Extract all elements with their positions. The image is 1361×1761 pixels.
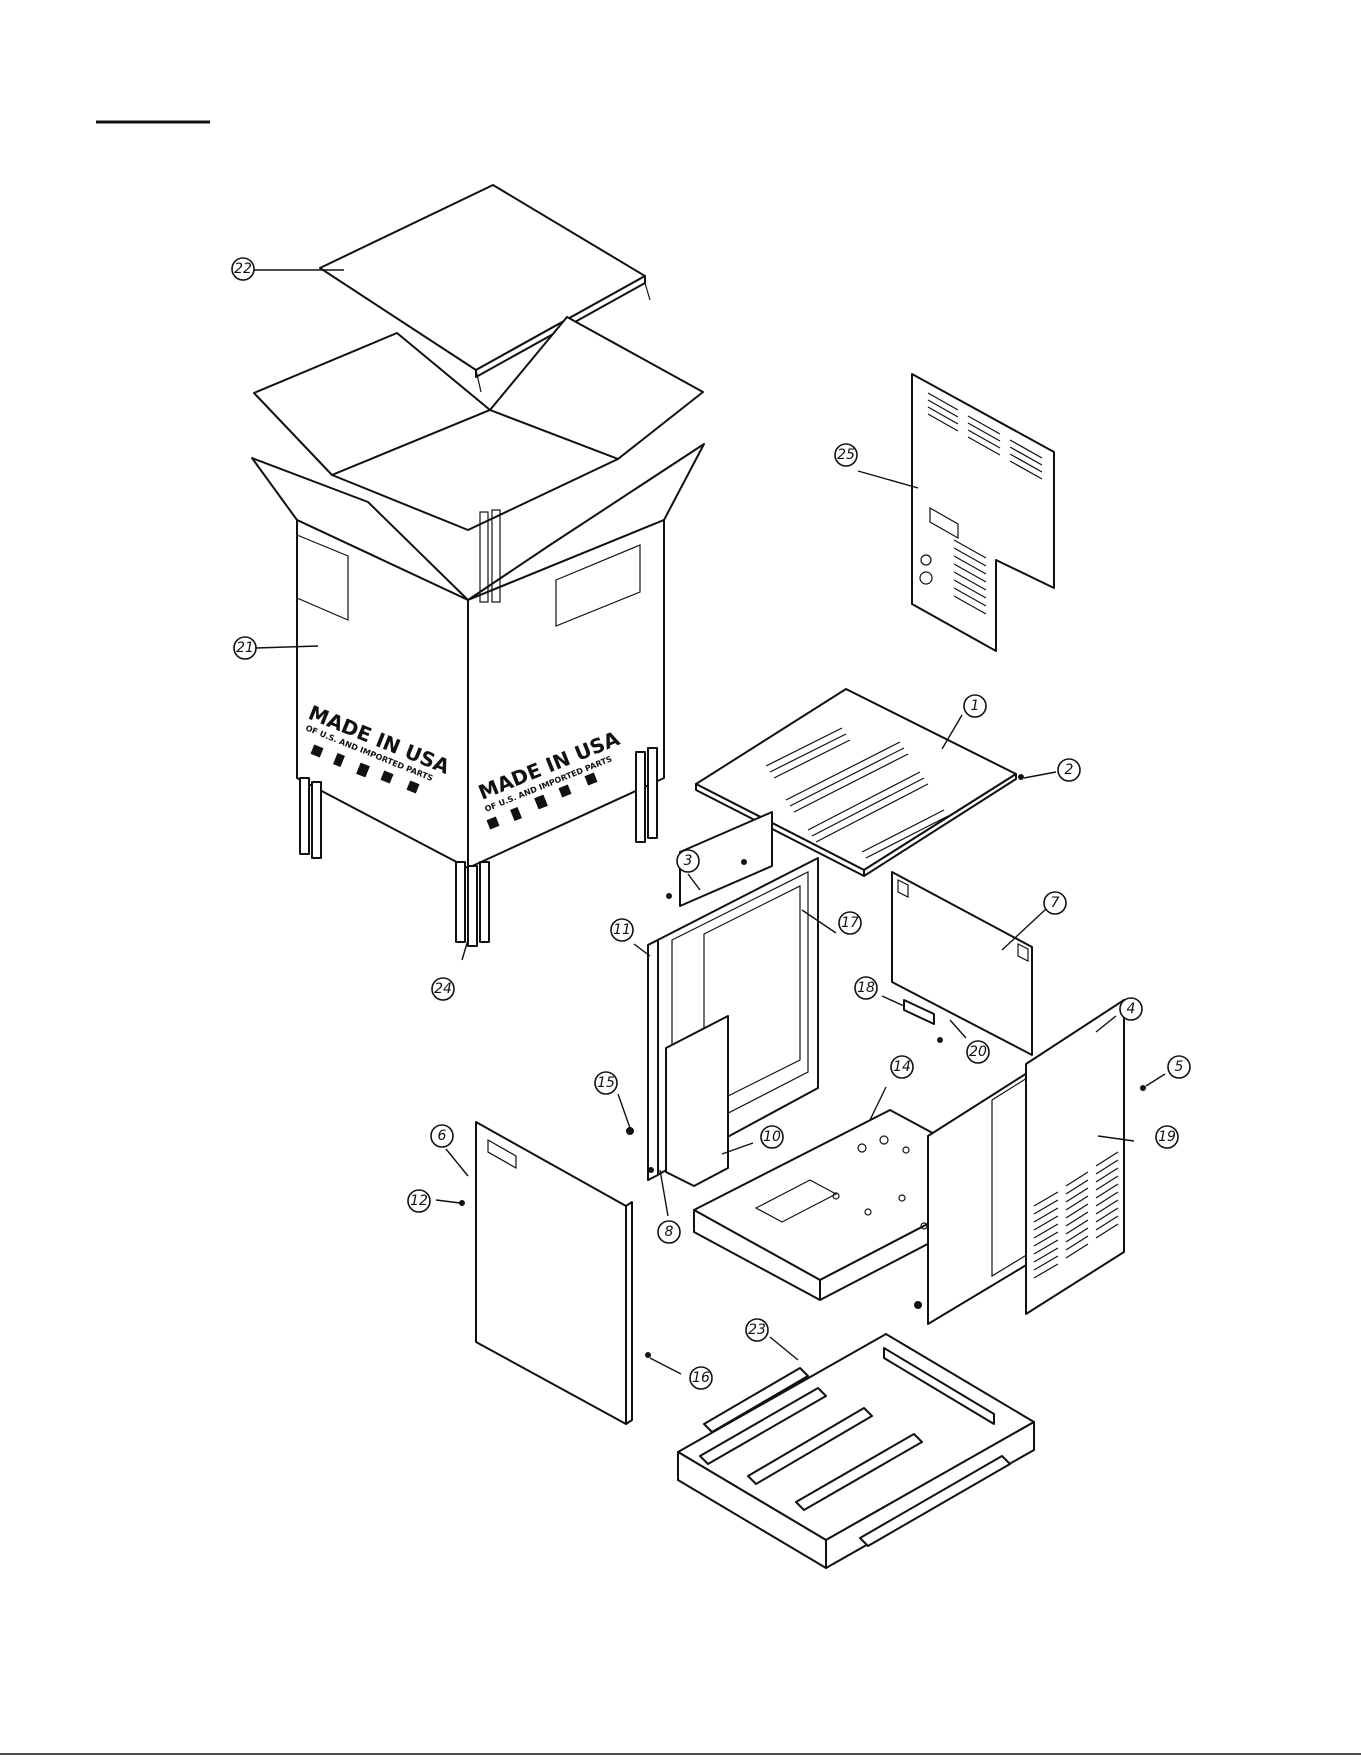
- callout-6: 6: [431, 1125, 453, 1147]
- callout-12: 12: [408, 1190, 430, 1212]
- callout-18: 18: [855, 977, 877, 999]
- callout-3: 3: [677, 850, 699, 872]
- svg-text:3: 3: [684, 853, 693, 869]
- callout-24: 24: [432, 978, 454, 1000]
- svg-text:5: 5: [1175, 1059, 1184, 1075]
- front-panel: [476, 1122, 632, 1424]
- svg-text:19: 19: [1158, 1129, 1176, 1145]
- callout-15: 15: [595, 1072, 617, 1094]
- callout-4: 4: [1120, 998, 1142, 1020]
- callout-1: 1: [964, 695, 986, 717]
- svg-text:21: 21: [236, 640, 254, 656]
- callout-14: 14: [891, 1056, 913, 1078]
- callout-8: 8: [658, 1221, 680, 1243]
- svg-text:23: 23: [748, 1322, 766, 1338]
- shipping-carton: MADE IN USA OF U.S. AND IMPORTED PARTS M…: [252, 317, 704, 946]
- svg-text:24: 24: [434, 981, 452, 997]
- svg-text:10: 10: [763, 1129, 781, 1145]
- svg-text:20: 20: [969, 1044, 987, 1060]
- svg-text:18: 18: [857, 980, 875, 996]
- callout-16: 16: [690, 1367, 712, 1389]
- callout-23: 23: [746, 1319, 768, 1341]
- svg-text:7: 7: [1051, 895, 1060, 911]
- callout-17: 17: [839, 912, 861, 934]
- svg-text:17: 17: [841, 915, 859, 931]
- svg-text:14: 14: [893, 1059, 911, 1075]
- bracket: [904, 1000, 934, 1024]
- svg-text:25: 25: [837, 447, 855, 463]
- callout-19: 19: [1156, 1126, 1178, 1148]
- callout-21: 21: [234, 637, 256, 659]
- svg-text:1: 1: [971, 698, 980, 714]
- callout-7: 7: [1044, 892, 1066, 914]
- callout-25: 25: [835, 444, 857, 466]
- svg-text:22: 22: [234, 261, 252, 277]
- side-insulation-panel: [892, 872, 1032, 1055]
- callout-22: 22: [232, 258, 254, 280]
- svg-text:4: 4: [1127, 1001, 1136, 1017]
- left-side-frame: [648, 812, 818, 1186]
- svg-text:11: 11: [613, 922, 631, 938]
- rear-panel: [912, 374, 1054, 651]
- louvered-side-panel: [1026, 1000, 1124, 1314]
- callout-10: 10: [761, 1126, 783, 1148]
- svg-text:6: 6: [438, 1128, 447, 1144]
- shipping-skid: [678, 1334, 1034, 1568]
- svg-text:2: 2: [1065, 762, 1074, 778]
- callout-11: 11: [611, 919, 633, 941]
- svg-text:12: 12: [410, 1193, 428, 1209]
- callout-5: 5: [1168, 1056, 1190, 1078]
- svg-text:15: 15: [597, 1075, 615, 1091]
- svg-text:16: 16: [692, 1370, 710, 1386]
- callout-2: 2: [1058, 759, 1080, 781]
- callout-20: 20: [967, 1041, 989, 1063]
- svg-text:8: 8: [665, 1224, 674, 1240]
